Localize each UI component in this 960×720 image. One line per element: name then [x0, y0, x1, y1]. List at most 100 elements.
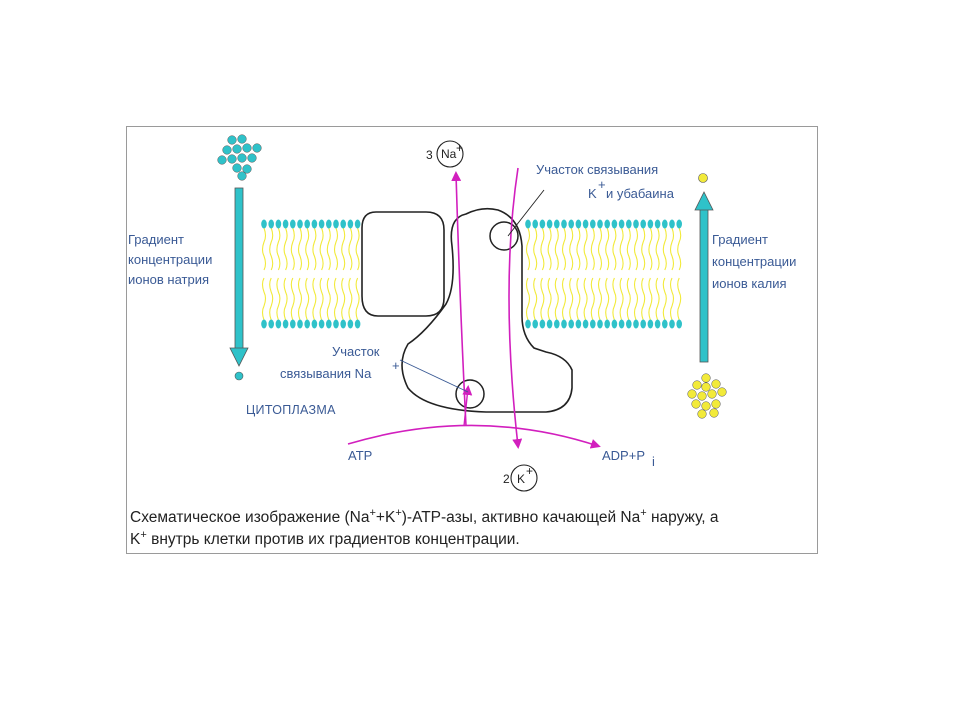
lipid-head: [618, 319, 625, 329]
svg-text:Градиент: Градиент: [128, 232, 184, 247]
lipid-tail: [540, 227, 545, 271]
lipid-head: [568, 319, 574, 329]
lipid-head: [304, 219, 310, 229]
lipid-tail: [355, 227, 360, 271]
ion-dot: [242, 143, 252, 153]
lipid-head: [554, 319, 560, 329]
lipid-head: [669, 219, 675, 229]
caption-line-2: K+ внутрь клетки против их градиентов ко…: [130, 529, 520, 548]
ion-dot: [701, 373, 711, 383]
lipid-head: [662, 219, 668, 229]
lipid-head: [647, 219, 654, 229]
adp-label: ADP+P i: [602, 448, 655, 469]
lipid-head: [568, 219, 574, 229]
lipid-tail: [655, 277, 660, 321]
lipid-head: [539, 219, 546, 229]
lipid-head: [311, 219, 318, 229]
lipid-tail: [605, 227, 610, 271]
lipid-tail: [583, 277, 588, 321]
protein-channel-body: [401, 207, 573, 413]
ion-dot: [242, 164, 252, 174]
lipid-head: [546, 219, 553, 229]
lipid-head: [640, 319, 646, 329]
membrane-left: [261, 219, 361, 329]
lipid-tail: [655, 227, 660, 271]
lipid-head: [618, 219, 625, 229]
k-influx-arrow: [508, 167, 523, 449]
atp-label: ATP: [348, 448, 372, 463]
membrane-right: [525, 219, 682, 329]
lipid-head: [318, 319, 325, 329]
sodium-ion-cluster: [217, 134, 262, 181]
lipid-head: [297, 219, 303, 229]
ion-dot: [227, 154, 237, 164]
lipid-head: [282, 319, 289, 329]
na-ion-label: Na: [441, 147, 457, 161]
ion-dot: [237, 171, 247, 181]
lipid-tail: [312, 277, 317, 321]
lipid-head: [340, 319, 346, 329]
lipid-tail: [305, 227, 310, 271]
lipid-head: [290, 219, 296, 229]
lipid-tail: [669, 227, 675, 271]
lipid-tail: [547, 277, 552, 321]
k-binding-site-label: Участок связывания K + и убабаина: [536, 162, 675, 201]
na-ion-sup: +: [456, 141, 463, 155]
ion-dot: [227, 135, 237, 145]
lipid-tail: [319, 277, 324, 321]
na-binding-pocket: [455, 379, 485, 409]
lipid-head: [575, 219, 582, 229]
svg-text:Участок связывания: Участок связывания: [536, 162, 658, 177]
ion-dot: [687, 389, 697, 399]
lipid-tail: [333, 277, 339, 321]
na-outside-bubble: 3 Na +: [426, 140, 464, 168]
protein-left-lobe: [361, 211, 445, 317]
sodium-ion-single: [234, 371, 244, 381]
lipid-tail: [561, 277, 567, 321]
lipid-head: [604, 319, 610, 329]
potassium-ion-cluster: [687, 373, 727, 419]
k-binding-pocket: [489, 221, 519, 251]
lipid-tail: [261, 277, 267, 321]
lipid-head: [326, 319, 332, 329]
lipid-tail: [341, 227, 346, 271]
lipid-head: [633, 219, 639, 229]
lipid-head: [275, 319, 282, 329]
k-inside-bubble: 2 K +: [503, 464, 538, 492]
ion-dot: [697, 409, 707, 419]
lipid-tail: [533, 277, 538, 321]
k-site-pointer: [507, 189, 545, 237]
ion-dot: [701, 401, 711, 411]
lipid-head: [582, 319, 589, 329]
ion-dot: [691, 399, 701, 409]
ion-dot: [717, 387, 727, 397]
ion-dot: [252, 143, 262, 153]
lipid-tail: [669, 277, 675, 321]
ion-dot: [711, 379, 721, 389]
atp-adp-arrow: [347, 424, 601, 449]
lipid-head: [676, 219, 682, 229]
lipid-head: [590, 219, 596, 229]
lipid-tail: [590, 227, 595, 271]
sodium-gradient-arrow: [229, 187, 249, 367]
svg-text:концентрации: концентрации: [712, 254, 796, 269]
lipid-head: [611, 219, 618, 229]
na-binding-site-label: Участок связывания Na +: [280, 344, 400, 381]
k-count: 2: [503, 472, 510, 486]
lipid-tail: [597, 277, 603, 321]
lipid-tail: [297, 227, 303, 271]
svg-text:концентрации: концентрации: [128, 252, 212, 267]
lipid-head: [261, 219, 267, 229]
ion-dot: [711, 399, 721, 409]
lipid-tail: [677, 227, 682, 271]
lipid-tail: [341, 277, 346, 321]
lipid-head: [532, 319, 538, 329]
ion-dot: [707, 389, 717, 399]
lipid-tail: [319, 227, 324, 271]
lipid-head: [626, 319, 632, 329]
svg-text:+: +: [598, 177, 606, 192]
lipid-tail: [283, 277, 288, 321]
lipid-tail: [626, 227, 631, 271]
lipid-tail: [619, 227, 624, 271]
lipid-head: [676, 319, 682, 329]
